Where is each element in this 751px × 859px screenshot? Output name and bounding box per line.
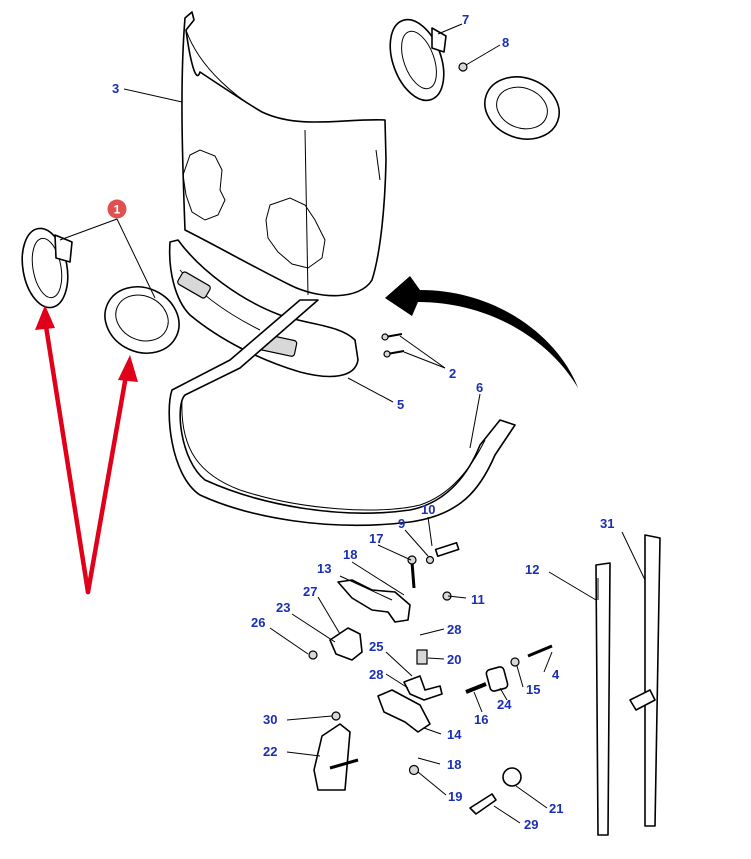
screw-part-26	[308, 650, 318, 660]
cross-bar-part-5	[168, 239, 359, 378]
callout-6: 6	[476, 380, 483, 395]
callout-21: 21	[549, 801, 563, 816]
callout-30: 30	[263, 712, 277, 727]
callout-2: 2	[449, 366, 456, 381]
leader-lines	[59, 23, 646, 824]
frame-part-6	[168, 299, 516, 527]
latch-part-27	[329, 627, 363, 661]
callout-28b: 28	[369, 667, 383, 682]
bushing-part-24	[485, 666, 509, 692]
lock-part-21	[502, 767, 522, 787]
bolt-part-10	[434, 541, 460, 558]
lamp-housing-part-7	[389, 18, 447, 102]
gas-strut-part-31	[629, 534, 661, 827]
washer-part-9	[425, 555, 435, 565]
gas-strut-part-12	[595, 562, 611, 836]
bracket-part-22	[313, 723, 359, 791]
callout-18b: 18	[447, 757, 461, 772]
callout-28a: 28	[447, 622, 461, 637]
callout-11: 11	[471, 592, 485, 607]
callout-26: 26	[251, 615, 265, 630]
callout-15: 15	[526, 682, 540, 697]
callout-14: 14	[447, 727, 462, 742]
callout-3: 3	[112, 81, 119, 96]
washer-part-15	[510, 657, 520, 667]
callout-19: 19	[448, 789, 462, 804]
bolt-part-4	[527, 644, 553, 658]
callout-17: 17	[369, 531, 383, 546]
callout-25: 25	[369, 639, 383, 654]
callout-13: 13	[317, 561, 331, 576]
nut-part-8	[458, 62, 468, 72]
callout-labels: 3 7 8 2 5 6 10 9 17 18 13 11 12 31 27 23…	[112, 12, 614, 832]
callout-20: 20	[447, 652, 461, 667]
callout-29: 29	[524, 817, 538, 832]
bolts-part-2	[381, 333, 405, 358]
spring-part-20	[416, 649, 428, 665]
callout-5: 5	[397, 397, 404, 412]
callout-23: 23	[276, 600, 290, 615]
callout-10: 10	[421, 502, 435, 517]
highlight-arrows	[35, 305, 138, 595]
callout-27: 27	[303, 584, 317, 599]
nut-part-19	[408, 764, 420, 776]
lamp-ring-part-1-right	[104, 286, 180, 354]
callout-8: 8	[502, 35, 509, 50]
callout-31: 31	[600, 516, 614, 531]
callout-18a: 18	[343, 547, 357, 562]
lamp-ring-upper	[484, 76, 560, 140]
screw-part-30	[331, 711, 341, 721]
callout-4: 4	[552, 667, 560, 682]
lamp-housing-part-1-left	[21, 227, 73, 309]
callout-7: 7	[462, 12, 469, 27]
callout-12: 12	[525, 562, 539, 577]
callout-16: 16	[474, 712, 488, 727]
callout-22: 22	[263, 744, 277, 759]
callout-9: 9	[398, 516, 405, 531]
bolt-part-17	[407, 555, 417, 589]
key-part-29	[469, 793, 497, 815]
pin-part-16	[465, 682, 487, 694]
callout-24: 24	[497, 697, 512, 712]
callout-1: 1	[114, 203, 121, 217]
direction-arrow	[385, 276, 578, 388]
hood-panel-part-3	[181, 11, 387, 297]
bracket-part-13	[337, 579, 411, 623]
hook-part-25	[403, 675, 443, 701]
item-1-badge: 1	[107, 199, 127, 219]
